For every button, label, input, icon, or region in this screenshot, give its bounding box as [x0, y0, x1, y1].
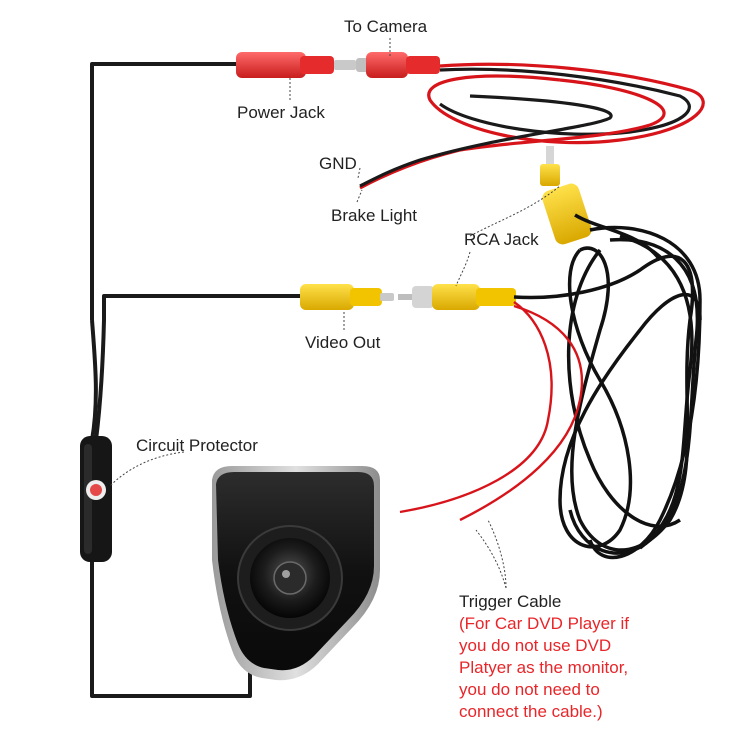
circuit-protector [80, 436, 112, 562]
circuit-protector-label: Circuit Protector [136, 436, 258, 455]
trigger-note-line: connect the cable.) [459, 702, 603, 721]
coiled-cable [513, 213, 702, 560]
trigger-wires [399, 301, 583, 522]
power-jack-connector [236, 52, 356, 78]
power-wire-bundle [359, 62, 705, 190]
rca-plug-upper [540, 146, 592, 245]
trigger-cable-label: Trigger Cable [459, 592, 562, 611]
to-camera-label: To Camera [344, 17, 428, 36]
camera [212, 466, 380, 681]
rca-jack-connector [398, 284, 516, 310]
rca-jack-label: RCA Jack [464, 230, 539, 249]
power-jack-label: Power Jack [237, 103, 325, 122]
trigger-note-line: (For Car DVD Player if [459, 614, 630, 633]
video-out-connector [300, 284, 394, 310]
camera-power-connector [356, 52, 440, 78]
trigger-note-line: you do not use DVD [459, 636, 612, 655]
leader-lines [109, 38, 561, 589]
brake-light-label: Brake Light [331, 206, 417, 225]
gnd-label: GND [319, 154, 357, 173]
video-out-label: Video Out [305, 333, 381, 352]
harness-cable [90, 62, 303, 698]
trigger-cable-annotation: Trigger Cable (For Car DVD Player if you… [459, 591, 719, 723]
trigger-note-line: you do not need to [459, 680, 600, 699]
trigger-note-line: Platyer as the monitor, [459, 658, 629, 677]
